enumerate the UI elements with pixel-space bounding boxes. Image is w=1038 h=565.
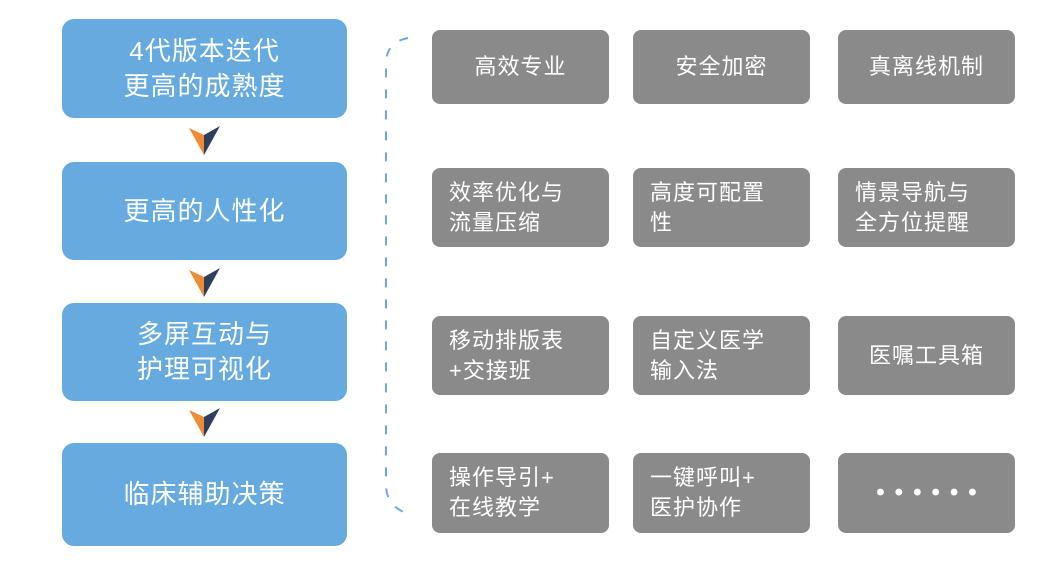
feature-label-line: 移动排版表 [449, 327, 565, 353]
flow-step-label-line: 护理可视化 [136, 354, 272, 384]
down-arrow-icon [189, 268, 220, 297]
feature-box-secure-encryption: 安全加密 [633, 30, 810, 104]
flow-step-version-maturity: 4代版本迭代 更高的成熟度 [62, 19, 347, 118]
feature-label-line: 医嘱工具箱 [868, 342, 984, 368]
flow-step-label-line: 4代版本迭代 [129, 35, 280, 66]
feature-box-efficiency-compression: 效率优化与 流量压缩 [432, 168, 609, 247]
feature-box-configurability: 高度可配置 性 [633, 168, 810, 247]
down-arrow-icon [189, 408, 220, 437]
feature-label-line: 操作导引+ [449, 465, 555, 490]
feature-label-line: 情景导航与 [855, 179, 971, 205]
dashed-bracket-line [385, 37, 413, 516]
feature-box-true-offline: 真离线机制 [838, 30, 1015, 104]
feature-box-order-toolbox: 医嘱工具箱 [838, 316, 1015, 395]
flow-step-multiscreen-visualization: 多屏互动与 护理可视化 [62, 303, 347, 401]
feature-label-line: 自定义医学 [650, 327, 766, 353]
feature-box-mobile-schedule-handover: 移动排版表 +交接班 [432, 316, 609, 395]
feature-label-line: 在线教学 [449, 495, 542, 520]
feature-label-line: 一键呼叫+ [650, 465, 756, 490]
ellipsis-dots: •••••• [876, 479, 987, 506]
feature-box-context-navigation-reminder: 情景导航与 全方位提醒 [838, 168, 1015, 247]
down-arrow-icon [189, 126, 220, 155]
flow-step-label-line: 临床辅助决策 [123, 479, 286, 509]
feature-label-line: 安全加密 [675, 54, 768, 79]
feature-label-line: 医护协作 [650, 495, 743, 520]
feature-label-line: 输入法 [650, 357, 720, 383]
feature-label-line: +交接班 [449, 357, 532, 383]
feature-box-onekey-call-collaboration: 一键呼叫+ 医护协作 [633, 453, 810, 533]
flow-step-label-line: 多屏互动与 [136, 319, 272, 349]
feature-box-efficient-professional: 高效专业 [432, 30, 609, 104]
feature-box-guide-online-teaching: 操作导引+ 在线教学 [432, 453, 609, 533]
flow-step-label-line: 更高的人性化 [123, 195, 286, 226]
feature-box-more-ellipsis: •••••• [838, 453, 1015, 533]
flow-step-humanization: 更高的人性化 [62, 162, 347, 260]
feature-label-line: 效率优化与 [449, 179, 565, 205]
feature-label-line: 全方位提醒 [855, 209, 971, 235]
feature-label-line: 流量压缩 [449, 209, 542, 235]
feature-label-line: 高效专业 [474, 54, 567, 79]
feature-label-line: 性 [650, 209, 674, 235]
flow-step-label-line: 更高的成熟度 [123, 70, 286, 101]
feature-box-custom-medical-input: 自定义医学 输入法 [633, 316, 810, 395]
feature-label-line: 真离线机制 [868, 54, 984, 79]
flow-step-clinical-decision: 临床辅助决策 [62, 443, 347, 546]
feature-label-line: 高度可配置 [650, 179, 766, 205]
